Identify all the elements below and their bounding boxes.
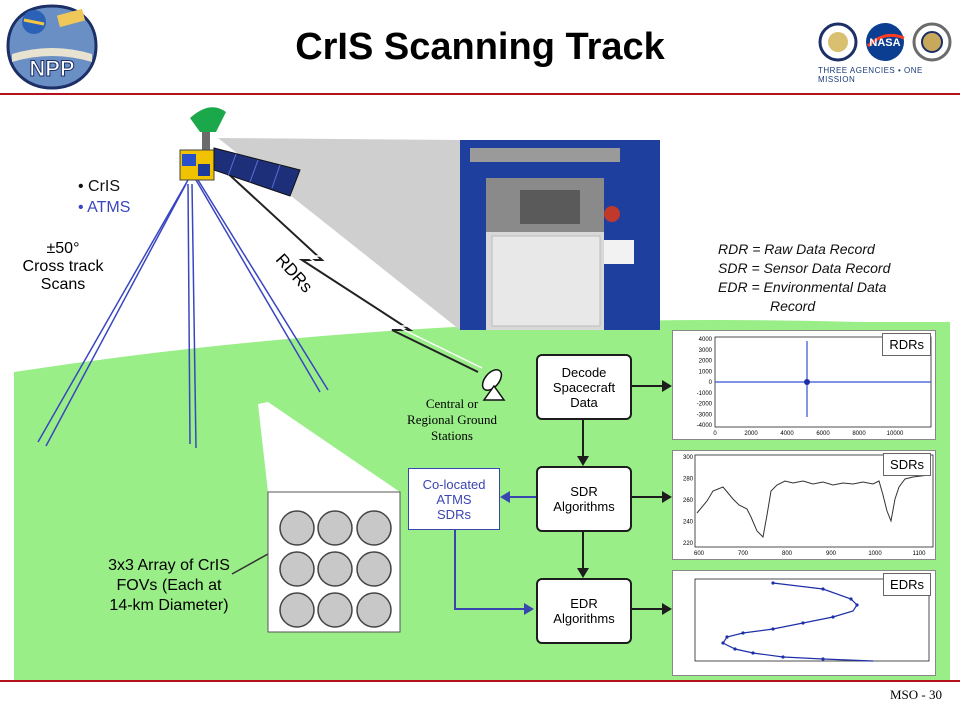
rdr-x-tick: 6000	[816, 431, 830, 437]
rdr-y-tick: 0	[709, 380, 713, 386]
sdr-y-tick: 220	[683, 541, 694, 547]
rdr-y-tick: 3000	[699, 348, 713, 354]
rdr-y-tick: -3000	[697, 412, 713, 418]
sdr-x-tick: 900	[826, 551, 837, 557]
decode-line-3: Data	[570, 394, 598, 410]
decode-line-1: Decode	[561, 364, 607, 380]
rdr-y-tick: -1000	[697, 391, 713, 397]
scan-word: Scans	[40, 276, 86, 293]
flow-arrows	[577, 380, 672, 615]
sdr-x-tick: 700	[738, 551, 749, 557]
rdr-x-tick: 10000	[887, 431, 904, 437]
def-rdr: RDR = Raw Data Record	[718, 241, 875, 257]
decode-spacecraft-box: Decode Spacecraft Data	[536, 354, 632, 420]
acronym-definitions: RDR = Raw Data Record SDR = Sensor Data …	[718, 240, 890, 316]
edr-line-2: Algorithms	[553, 611, 615, 626]
rdr-downlink	[221, 167, 479, 373]
agencies-tagline: THREE AGENCIES • ONE MISSION	[818, 66, 923, 84]
npp-logo-text: NPP	[29, 56, 74, 81]
bullet-cris: • CrIS	[78, 178, 121, 195]
sdr-x-tick: 600	[694, 551, 705, 557]
page-title: CrIS Scanning Track	[295, 26, 665, 68]
fov-array-label: 3x3 Array of CrIS FOVs (Each at 14-km Di…	[84, 556, 254, 616]
fov-circles	[279, 510, 392, 628]
def-edr: EDR = Environmental Data	[718, 279, 887, 295]
gs-line-2: Regional Ground	[407, 412, 497, 427]
edr-algorithms-box: EDR Algorithms	[536, 578, 632, 644]
cris-instrument-photo	[460, 140, 660, 330]
sdr-y-tick: 240	[683, 520, 694, 526]
header-divider	[0, 93, 960, 95]
edr-panel-tag: EDRs	[883, 573, 931, 596]
sdr-panel-tag: SDRs	[883, 453, 931, 476]
sdr-x-tick: 1100	[913, 551, 927, 557]
rdr-x-tick: 8000	[852, 431, 866, 437]
rdr-y-tick: -2000	[697, 402, 713, 408]
ground-station-label: Central or Regional Ground Stations	[392, 396, 512, 444]
rdr-y-tick: -4000	[697, 423, 713, 429]
colocated-line-3: SDRs	[437, 506, 471, 522]
fov-callout	[258, 402, 400, 492]
sdr-line-2: Algorithms	[553, 499, 615, 514]
gs-line-1: Central or	[425, 396, 479, 411]
sdr-plot-panel: 300 280 260 240 220 600 700 800 900 1000 1100 SDR…	[672, 450, 936, 560]
sdr-y-tick: 280	[683, 477, 694, 483]
sdr-algorithms-box: SDR Algorithms	[536, 466, 632, 532]
scan-angle-value: ±50°	[46, 240, 80, 257]
rdr-y-tick: 4000	[699, 337, 713, 343]
edr-line-1: EDR	[570, 596, 598, 611]
rdr-x-tick: 0	[713, 431, 717, 437]
sdr-x-tick: 800	[782, 551, 793, 557]
gs-line-3: Stations	[431, 428, 473, 443]
svg-text:NASA: NASA	[869, 37, 900, 49]
colocated-atms-box: Co-located ATMS SDRs	[408, 468, 500, 530]
footer-divider	[0, 680, 960, 682]
fov-line-1: 3x3 Array of CrIS	[108, 557, 230, 574]
decode-line-2: Spacecraft	[552, 379, 616, 395]
fov-line-3: 14-km Diameter)	[109, 597, 229, 614]
fov-line-2: FOVs (Each at	[116, 577, 222, 594]
rdr-x-tick: 2000	[744, 431, 758, 437]
colocated-line-2: ATMS	[436, 491, 472, 507]
satellite-icon	[179, 107, 301, 197]
npp-mission-logo: NPP	[6, 4, 98, 90]
rdr-y-tick: 2000	[699, 359, 713, 365]
sdr-y-tick: 260	[683, 498, 694, 504]
scan-type: Cross track	[22, 258, 104, 275]
slide-number: MSO - 30	[889, 687, 942, 702]
scan-angle-label: ±50° Cross track Scans	[8, 240, 118, 294]
colocated-arrows	[454, 491, 536, 615]
ground-station-icon	[481, 369, 506, 401]
sdr-x-tick: 1000	[868, 551, 882, 557]
bullet-atms: • ATMS	[78, 199, 131, 216]
scan-lines	[37, 179, 329, 449]
rdr-y-tick: 1000	[699, 369, 713, 375]
rdr-panel-tag: RDRs	[882, 333, 931, 356]
def-sdr: SDR = Sensor Data Record	[718, 260, 891, 276]
sdr-y-tick: 300	[683, 455, 694, 461]
rdr-x-tick: 4000	[780, 431, 794, 437]
colocated-line-1: Co-located	[422, 476, 486, 492]
def-edr-cont: Record	[770, 298, 816, 314]
agency-seals: NASA	[818, 22, 952, 62]
sdr-line-1: SDR	[570, 484, 598, 499]
edr-plot-panel: EDRs	[672, 570, 936, 676]
